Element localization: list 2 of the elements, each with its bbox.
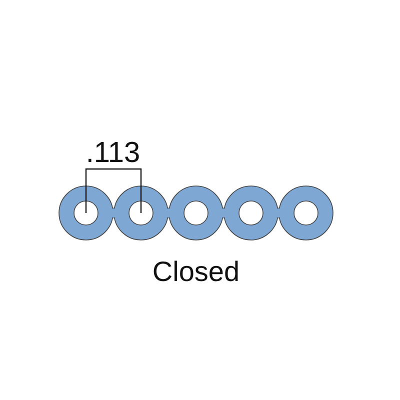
caption-label: Closed	[152, 256, 240, 288]
dimension-label: .113	[86, 137, 140, 170]
